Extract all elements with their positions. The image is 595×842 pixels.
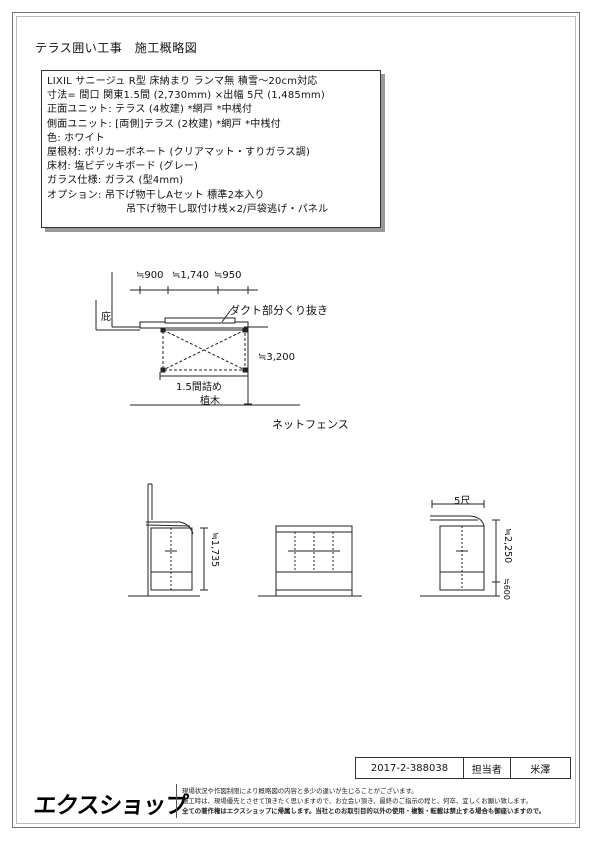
width-label: 1.5間詰め (176, 382, 222, 393)
spec-line-side-unit: 側面ユニット: [両側]テラス (2枚建) *網戸 *中桟付 (47, 118, 281, 130)
logo-divider (176, 784, 177, 818)
side-width-dimension: 5尺 (454, 496, 471, 507)
spec-list: LIXIL サニージュ R型 床納まり ランマ無 積雪～20cm対応 寸法= 間… (47, 75, 387, 217)
spec-line-option: オプション: 吊下げ物干しAセット 標準2本入り (47, 189, 265, 201)
fence-label: ネットフェンス (272, 418, 349, 431)
depth-dimension: ≒3,200 (258, 352, 296, 363)
right-base-dimension: ≒600 (502, 578, 511, 600)
dim-mid-width: ≒1,740 (172, 270, 210, 281)
person-label: 担当者 (464, 758, 511, 778)
dim-left-width: ≒900 (136, 270, 164, 281)
front-elevation (258, 525, 362, 597)
person-name: 米澤 (530, 764, 551, 776)
document-number: 2017-2-388038 (356, 758, 464, 778)
notice-line-2: 施工時は、現場優先とさせて頂きたく思いますので、お立会い頂き、最終のご指示の程と… (182, 797, 532, 805)
spec-line-color: 色: ホワイト (47, 132, 105, 144)
notice-line-1: 現場状況や作図制限により概略図の内容と多少の違いが生じることがございます。 (182, 787, 418, 795)
footer-info-row: 2017-2-388038 担当者 米澤 (355, 757, 571, 779)
right-height-dimension: ≒2,250 (502, 528, 513, 564)
plant-label: 植木 (200, 396, 220, 407)
notice-line-3: 全ての著作権はエクスショップに帰属します。当社とのお取引目的以外の使用・複製・転… (182, 807, 546, 815)
side-elevation-left (128, 483, 208, 597)
spec-line-size: 寸法= 間口 関東1.5間 (2,730mm) ×出幅 5尺 (1,485mm) (47, 90, 325, 102)
dim-right-width: ≒950 (214, 270, 242, 281)
brand-logo: エクスショップ (32, 793, 189, 819)
spec-line-product: LIXIL サニージュ R型 床納まり ランマ無 積雪～20cm対応 (47, 76, 318, 87)
spec-line-floor: 床材: 塩ビデッキボード (グレー) (47, 161, 199, 173)
spec-line-option-continued: 吊下げ物干し取付け桟×2/戸袋逃げ・パネル (126, 203, 329, 215)
spec-line-front-unit: 正面ユニット: テラス (4枚建) *網戸 *中桟付 (47, 104, 253, 116)
footer-notice: 現場状況や作図制限により概略図の内容と多少の違いが生じることがございます。 施工… (182, 786, 572, 816)
page-border (12, 12, 580, 828)
page-border-inner (16, 16, 576, 824)
eave-label: 庇 (101, 312, 111, 323)
left-height-dimension: ≒1,735 (209, 532, 220, 568)
duct-label: ダクト部分くり抜き (229, 304, 328, 317)
side-elevation-right (420, 500, 500, 597)
spec-line-roof: 屋根材: ポリカーボネート (クリアマット・すりガラス調) (47, 147, 311, 159)
plan-view (95, 272, 300, 406)
document-title: テラス囲い工事 施工概略図 (35, 41, 198, 55)
spec-box (41, 70, 381, 228)
spec-line-glass: ガラス仕様: ガラス (型4mm) (47, 175, 184, 187)
